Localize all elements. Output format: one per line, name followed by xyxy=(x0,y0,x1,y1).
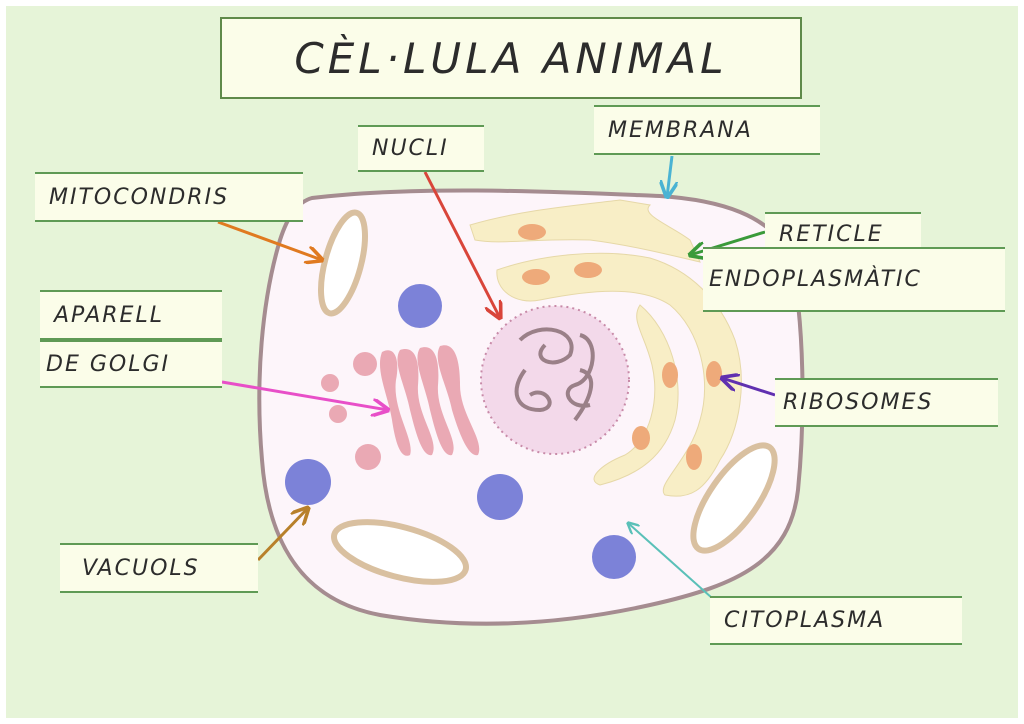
nucleus xyxy=(480,305,630,455)
arrow-ribosomes xyxy=(722,378,776,397)
arrow-nucli xyxy=(423,171,500,318)
golgi-apparatus xyxy=(321,345,480,470)
arrow-vacuols xyxy=(256,508,308,562)
label-vacuols: VACUOLS xyxy=(60,543,258,593)
mitochondria xyxy=(318,209,778,585)
chromatin xyxy=(514,327,595,422)
label-membrana: MEMBRANA xyxy=(594,105,820,155)
arrow-citoplasma xyxy=(628,523,713,599)
ribosomes xyxy=(518,224,722,470)
vacuoles xyxy=(285,284,636,579)
label-de-golgi: DE GOLGI xyxy=(40,340,222,388)
label-nucli: NUCLI xyxy=(358,125,484,172)
arrow-golgi xyxy=(221,380,388,410)
label-aparell: APARELL xyxy=(40,290,222,340)
label-endoplasmatic: ENDOPLASMÀTIC xyxy=(703,247,1005,312)
arrow-reticle xyxy=(690,230,766,255)
label-ribosomes: RIBOSOMES xyxy=(775,378,998,427)
arrow-membrana xyxy=(667,155,672,197)
label-mitocondris: MITOCONDRIS xyxy=(35,172,303,222)
page-title: CÈL·LULA ANIMAL xyxy=(220,17,802,99)
label-citoplasma: CITOPLASMA xyxy=(710,596,962,645)
endoplasmic-reticulum xyxy=(469,199,742,497)
arrow-mitocondris xyxy=(217,220,322,260)
